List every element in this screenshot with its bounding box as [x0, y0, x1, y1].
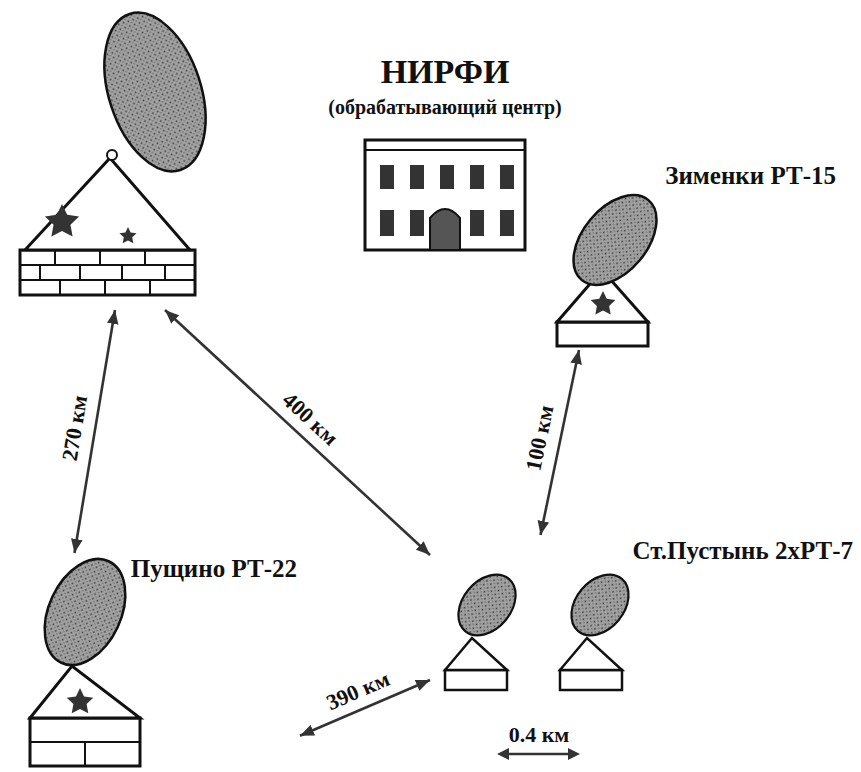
center-subtitle: (обрабатывающий центр) — [328, 96, 562, 119]
building-wall — [365, 140, 525, 250]
telescope-station: Ст.Пустынь 2хРТ-7 — [430, 535, 855, 695]
telescope-medium — [557, 180, 673, 346]
processing-center: НИРФИ (обрабатывающий центр) — [320, 52, 570, 252]
star-symbol — [119, 227, 136, 243]
center-name: НИРФИ — [381, 52, 510, 91]
station-name: Ст.Пустынь 2хРТ-7 — [633, 537, 853, 566]
telescope-station — [15, 15, 215, 310]
mount-triangle — [30, 666, 140, 718]
dimension-label: 0.4 км — [506, 723, 573, 747]
star-symbol — [67, 688, 94, 713]
distance-arrow — [165, 310, 430, 555]
telescope-station: Зименки РТ-15 — [550, 160, 840, 350]
mount-base — [30, 718, 140, 766]
brick-base — [20, 250, 195, 295]
star-symbol — [45, 204, 79, 237]
telescope-station: Пущино РТ-22 — [25, 553, 300, 768]
telescope-small-pair — [445, 564, 640, 690]
station-name: Пущино РТ-22 — [131, 555, 297, 584]
roof-line — [365, 149, 525, 151]
brick-joints — [20, 250, 195, 295]
distance-label: 390 км — [320, 666, 396, 717]
telescope-medium — [29, 546, 142, 766]
distance-label: 270 км — [57, 391, 93, 466]
dish — [557, 180, 673, 301]
telescope-large — [20, 0, 224, 295]
mount-base — [557, 322, 648, 346]
dish — [86, 0, 224, 184]
door — [430, 209, 460, 250]
dimension-arrow — [497, 748, 580, 760]
dish-pivot — [107, 150, 117, 160]
star-symbol — [591, 291, 616, 315]
station-name: Зименки РТ-15 — [665, 162, 836, 191]
building — [365, 140, 525, 250]
dish — [29, 546, 142, 678]
distance-label: 100 км — [521, 401, 559, 477]
